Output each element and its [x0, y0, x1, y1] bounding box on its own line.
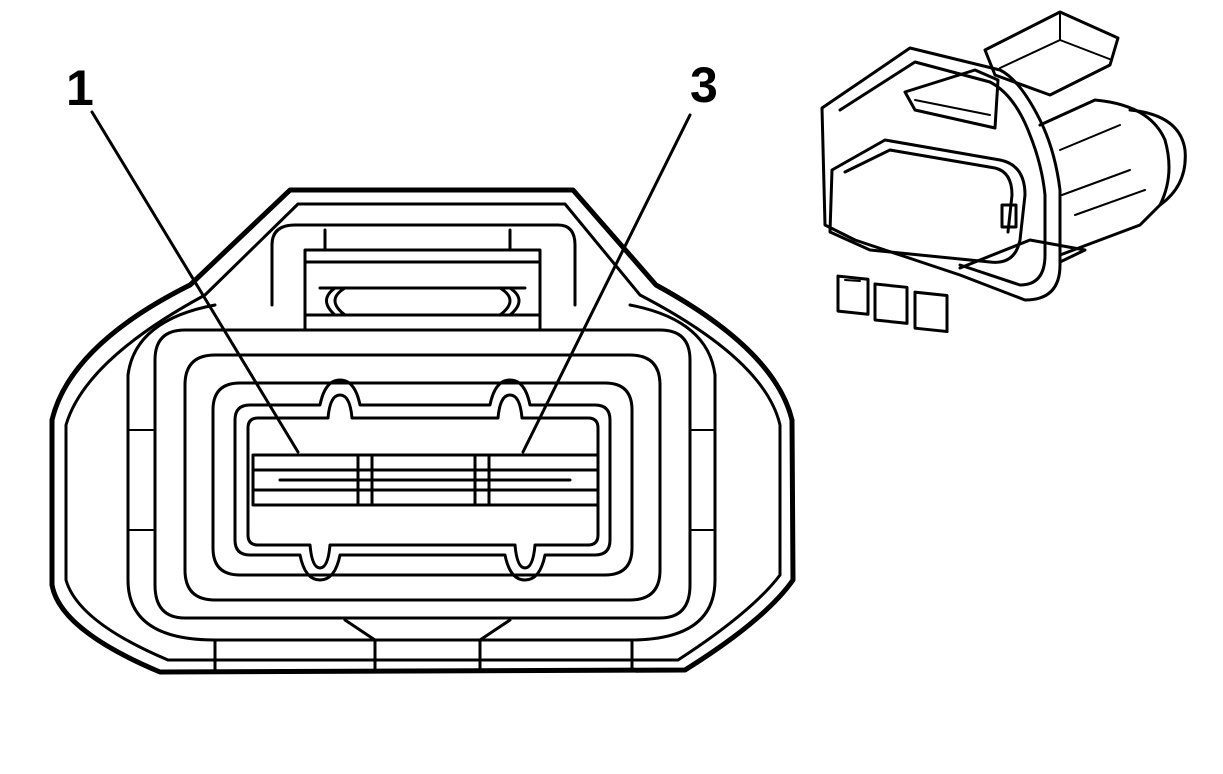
- leader-line-3: [521, 113, 692, 454]
- connector-isometric-view: [820, 10, 1187, 334]
- iso-housing-inner: [838, 60, 1047, 287]
- terminal-divider-2: [473, 453, 491, 507]
- latch-curve-right-2: [508, 286, 521, 317]
- bottom-base-line: [126, 578, 717, 642]
- iso-lower-flange: [958, 238, 1087, 270]
- latch-tab: [270, 223, 577, 307]
- leader-line-1: [90, 110, 300, 454]
- iso-lock-tab-line: [999, 39, 1113, 69]
- iso-slot-line-1: [844, 279, 861, 282]
- iso-rear-line-2: [1061, 169, 1131, 196]
- iso-rear-cap: [1128, 108, 1187, 207]
- bottom-notch: [343, 618, 512, 642]
- iso-window: [903, 68, 1000, 130]
- connector-face-view: [49, 187, 796, 675]
- mid-frame-inner: [183, 353, 662, 602]
- latch-curve-right: [498, 286, 512, 317]
- iso-slot-1: [836, 274, 870, 316]
- callout-label-1: 1: [66, 60, 94, 116]
- iso-rear-line-3: [1074, 189, 1146, 216]
- callout-leaders: [90, 110, 692, 454]
- terminal-cavity-outer: [233, 378, 612, 582]
- iso-slot-3: [913, 290, 949, 334]
- latch-curve-left-2: [325, 286, 337, 317]
- inner-seal: [211, 381, 634, 577]
- iso-window-line: [914, 99, 991, 116]
- iso-slot-2: [873, 282, 909, 325]
- iso-rear-body: [1038, 98, 1171, 257]
- iso-lock-tab: [983, 10, 1120, 97]
- shoulder-right: [628, 303, 717, 377]
- iso-side-latch: [1000, 203, 1018, 229]
- terminal-slot-area: [251, 453, 600, 507]
- mid-frame: [153, 328, 692, 620]
- housing-inner-outline: [64, 202, 782, 662]
- iso-housing-outer: [820, 46, 1062, 302]
- terminal-cavity-inner: [246, 393, 600, 570]
- terminal-divider-1: [356, 453, 374, 507]
- iso-rear-line-1: [1059, 124, 1121, 151]
- latch-tab-inner: [303, 248, 542, 332]
- iso-face-plug: [828, 138, 1027, 264]
- housing-outer-outline: [49, 187, 796, 675]
- latch-curve-left: [333, 286, 347, 317]
- callout-label-3: 3: [690, 57, 718, 113]
- iso-face-plug-inner: [843, 148, 1014, 234]
- shoulder-left: [126, 303, 217, 377]
